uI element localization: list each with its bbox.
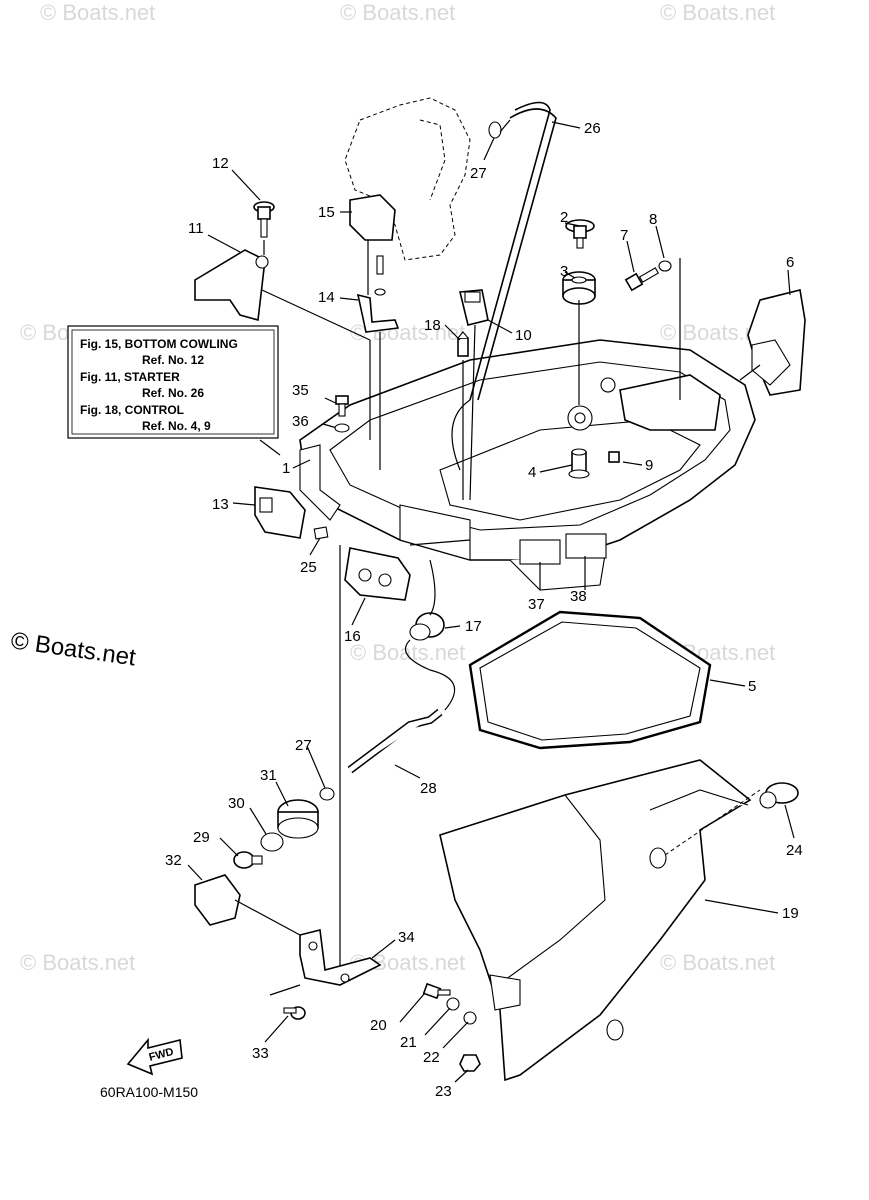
part-33-screw (283, 1006, 306, 1020)
callout-14: 14 (318, 289, 335, 306)
ref-line: Ref. No. 12 (142, 353, 204, 367)
callout-3: 3 (560, 263, 568, 280)
callout-35: 35 (292, 382, 309, 399)
callout-31: 31 (260, 767, 277, 784)
callout-26: 26 (584, 120, 601, 137)
part-8-washer (658, 260, 672, 272)
part-5-seal (468, 610, 712, 750)
part-34-bracket (299, 929, 382, 986)
part-27-clip-lower (319, 787, 335, 801)
watermark-text: © Boats.net (350, 640, 465, 665)
part-17-grommet (409, 612, 445, 641)
callout-17: 17 (465, 618, 482, 635)
callout-15: 15 (318, 204, 335, 221)
callout-7: 7 (620, 227, 628, 244)
part-6-bracket (747, 289, 806, 396)
part-13-grommet (254, 486, 306, 539)
callout-38: 38 (570, 588, 587, 605)
part-20-bolt (422, 982, 451, 1000)
watermark-text: © Boats.net (20, 950, 135, 975)
part-18-nipple (457, 331, 469, 357)
ref-line: Fig. 11, STARTER (80, 370, 180, 384)
ref-line: Ref. No. 26 (142, 386, 204, 400)
part-7-bolt (624, 267, 660, 292)
callout-2: 2 (560, 209, 568, 226)
part-23-nut (459, 1054, 481, 1072)
callout-20: 20 (370, 1017, 387, 1034)
part-26-hose (451, 101, 557, 471)
part-27-clip (488, 121, 502, 139)
part-24-grommet (759, 782, 799, 809)
callout-36: 36 (292, 413, 309, 430)
diagram-code: 60RA100-M150 (100, 1084, 198, 1100)
part-19-apron (439, 759, 752, 1082)
watermark-text: © Boats.net (660, 0, 775, 25)
watermark-text: © Boats.net (40, 0, 155, 25)
callout-23: 23 (435, 1083, 452, 1100)
part-11-bracket (194, 249, 269, 322)
callout-27-lower: 27 (295, 737, 312, 754)
part-3-grommet (562, 271, 596, 305)
part-4-collar (568, 448, 590, 479)
part-14-bracket (356, 255, 400, 333)
reference-box: Fig. 15, BOTTOM COWLING Ref. No. 12 Fig.… (67, 325, 279, 439)
fwd-arrow: FWD (126, 1037, 183, 1076)
part-9-screw (608, 451, 620, 463)
callout-37: 37 (528, 596, 545, 613)
bottom-cowling (299, 339, 756, 591)
part-15-holder (349, 194, 396, 241)
ref-line: Ref. No. 4, 9 (142, 419, 211, 433)
callout-33: 33 (252, 1045, 269, 1062)
part-35-bolt (335, 395, 349, 417)
callout-30: 30 (228, 795, 245, 812)
part-36-washer (334, 423, 350, 433)
callout-13: 13 (212, 496, 229, 513)
callout-28: 28 (420, 780, 437, 797)
callout-19: 19 (782, 905, 799, 922)
callout-5: 5 (748, 678, 756, 695)
part-22-washer (463, 1011, 477, 1025)
callout-24: 24 (786, 842, 803, 859)
leader-lines (187, 121, 795, 1083)
callout-1: 1 (282, 460, 290, 477)
watermark-text: © Boats.net (660, 950, 775, 975)
part-25-plate (313, 526, 329, 540)
engine-phantom (344, 97, 471, 261)
part-30-washer (260, 832, 284, 852)
callout-21: 21 (400, 1034, 417, 1051)
callout-16: 16 (344, 628, 361, 645)
part-12-bolt (253, 201, 275, 238)
part-28-pipe (347, 708, 443, 774)
ref-line: Fig. 18, CONTROL (80, 403, 184, 417)
part-32-plug (194, 874, 241, 926)
callout-18: 18 (424, 317, 441, 334)
callout-29: 29 (193, 829, 210, 846)
part-29-fitting (233, 851, 263, 869)
callout-34: 34 (398, 929, 415, 946)
callout-11: 11 (188, 220, 204, 237)
watermark-main: © Boats.net (9, 627, 138, 671)
callout-10: 10 (515, 327, 532, 344)
callout-12: 12 (212, 155, 229, 172)
callout-4: 4 (528, 464, 536, 481)
callout-27: 27 (470, 165, 487, 182)
part-21-washer (446, 997, 460, 1011)
callout-9: 9 (645, 457, 653, 474)
callout-25: 25 (300, 559, 317, 576)
callout-6: 6 (786, 254, 794, 271)
ref-line: Fig. 15, BOTTOM COWLING (80, 337, 238, 351)
part-16-grommet (344, 547, 411, 601)
callout-32: 32 (165, 852, 182, 869)
watermark-text: © Boats.net (340, 0, 455, 25)
callout-22: 22 (423, 1049, 440, 1066)
callout-8: 8 (649, 211, 657, 228)
part-31-nut (277, 799, 319, 839)
callout-numbers: 1 2 3 4 5 6 7 8 9 10 11 12 13 14 15 16 1… (165, 120, 803, 1100)
